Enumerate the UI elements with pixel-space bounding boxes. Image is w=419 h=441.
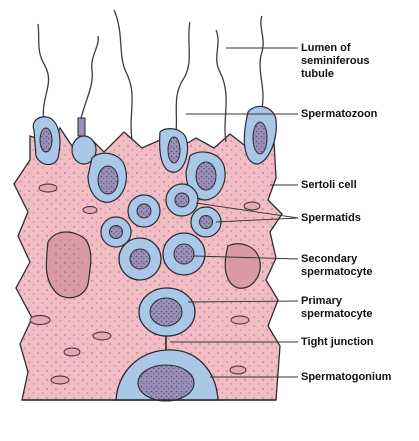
spermatozoon — [243, 105, 277, 165]
spermatogonium — [115, 349, 219, 402]
leader-lines — [170, 47, 299, 378]
label-tight-junction: Tight junction — [301, 336, 374, 348]
label-spermatids: Spermatids — [301, 212, 361, 224]
spermatozoon — [71, 117, 97, 165]
spermatid — [100, 216, 132, 248]
primary-spermatocyte — [138, 287, 196, 337]
label-spermatogonium: Spermatogonium — [301, 371, 392, 383]
spermatid — [190, 206, 222, 238]
secondary-spermatocyte — [162, 232, 206, 276]
label-spermatozoon: Spermatozoon — [301, 108, 378, 120]
sertoli-nucleus — [224, 243, 261, 289]
label-lumen: Lumen of seminiferous tubule — [301, 42, 370, 80]
label-primary-spermatocyte: Primary spermatocyte — [301, 295, 373, 320]
spermatid-late — [185, 151, 226, 201]
spermatid — [165, 183, 199, 217]
mitochondria — [29, 183, 261, 385]
spermatozoon — [32, 116, 61, 166]
sertoli-nucleus — [45, 231, 92, 299]
spermatozoon-tails — [37, 9, 264, 143]
label-secondary-spermatocyte: Secondary spermatocyte — [301, 253, 373, 278]
spermatozoon — [159, 128, 189, 173]
spermatid-late — [87, 152, 127, 203]
secondary-spermatocyte — [118, 237, 162, 281]
label-sertoli-cell: Sertoli cell — [301, 179, 357, 191]
spermatid — [127, 194, 161, 228]
